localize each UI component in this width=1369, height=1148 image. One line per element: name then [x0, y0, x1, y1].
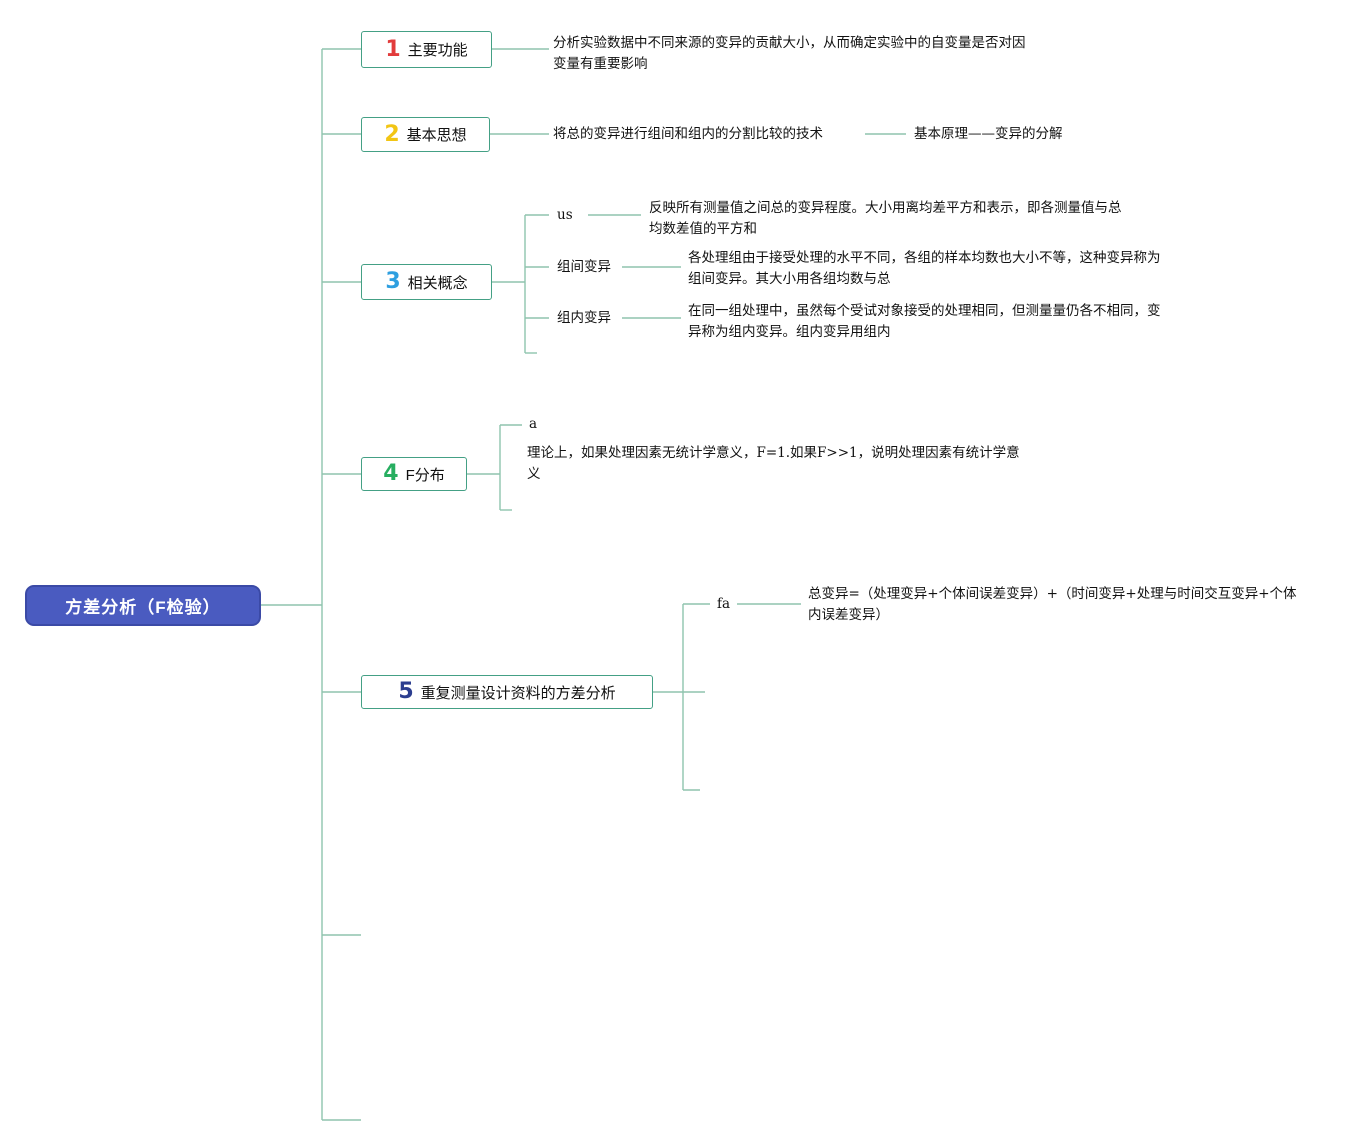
- root-label: 方差分析（F检验）: [65, 598, 221, 617]
- repeated-label-fa[interactable]: fa: [717, 596, 731, 612]
- note-basic-principle[interactable]: 基本原理——变异的分解: [914, 126, 1063, 142]
- branch-number-4: 4: [383, 461, 399, 486]
- concept-desc-between-group[interactable]: 各处理组由于接受处理的水平不同，各组的样本均数也大小不等，这种变异称为 组间变异…: [688, 250, 1161, 287]
- branch-node-f-distribution[interactable]: 4 F分布: [361, 457, 467, 491]
- branch-label-2: 基本思想: [406, 127, 467, 144]
- branch-number-1: 1: [385, 36, 401, 62]
- branch-label-5: 重复测量设计资料的方差分析: [420, 684, 616, 702]
- concept-label-between-group[interactable]: 组间变异: [557, 259, 611, 275]
- branch-label-3: 相关概念: [407, 274, 468, 292]
- branch-label-1: 主要功能: [407, 42, 468, 59]
- branch-node-repeated-measures[interactable]: 5 重复测量设计资料的方差分析: [361, 675, 653, 709]
- branch-number-5: 5: [398, 679, 414, 704]
- root-node[interactable]: 方差分析（F检验）: [25, 585, 261, 626]
- f-dist-label-a[interactable]: a: [529, 416, 538, 432]
- branch-node-main-function[interactable]: 1 主要功能: [361, 31, 492, 68]
- note-f-distribution[interactable]: 理论上，如果处理因素无统计学意义，F=1.如果F>>1，说明处理因素有统计学意 …: [527, 445, 1020, 482]
- concept-desc-within-group[interactable]: 在同一组处理中，虽然每个受试对象接受的处理相同，但测量量仍各不相同，变 异称为组…: [688, 303, 1161, 340]
- branch-number-2: 2: [384, 121, 400, 147]
- note-basic-idea[interactable]: 将总的变异进行组间和组内的分割比较的技术: [553, 126, 823, 142]
- branch-label-4: F分布: [405, 466, 445, 484]
- branch-node-basic-idea[interactable]: 2 基本思想: [361, 117, 490, 152]
- concept-desc-us[interactable]: 反映所有测量值之间总的变异程度。大小用离均差平方和表示，即各测量值与总 均数差值…: [649, 200, 1122, 237]
- concept-label-within-group[interactable]: 组内变异: [557, 310, 611, 326]
- branch-number-3: 3: [385, 269, 401, 294]
- note-main-function[interactable]: 分析实验数据中不同来源的变异的贡献大小，从而确定实验中的自变量是否对因 变量有重…: [553, 35, 1026, 72]
- note-total-variance-formula[interactable]: 总变异=（处理变异+个体间误差变异）+（时间变异+处理与时间交互变异+个体 内误…: [808, 586, 1297, 623]
- branch-node-related-concepts[interactable]: 3 相关概念: [361, 264, 492, 300]
- concept-label-us[interactable]: us: [557, 207, 573, 223]
